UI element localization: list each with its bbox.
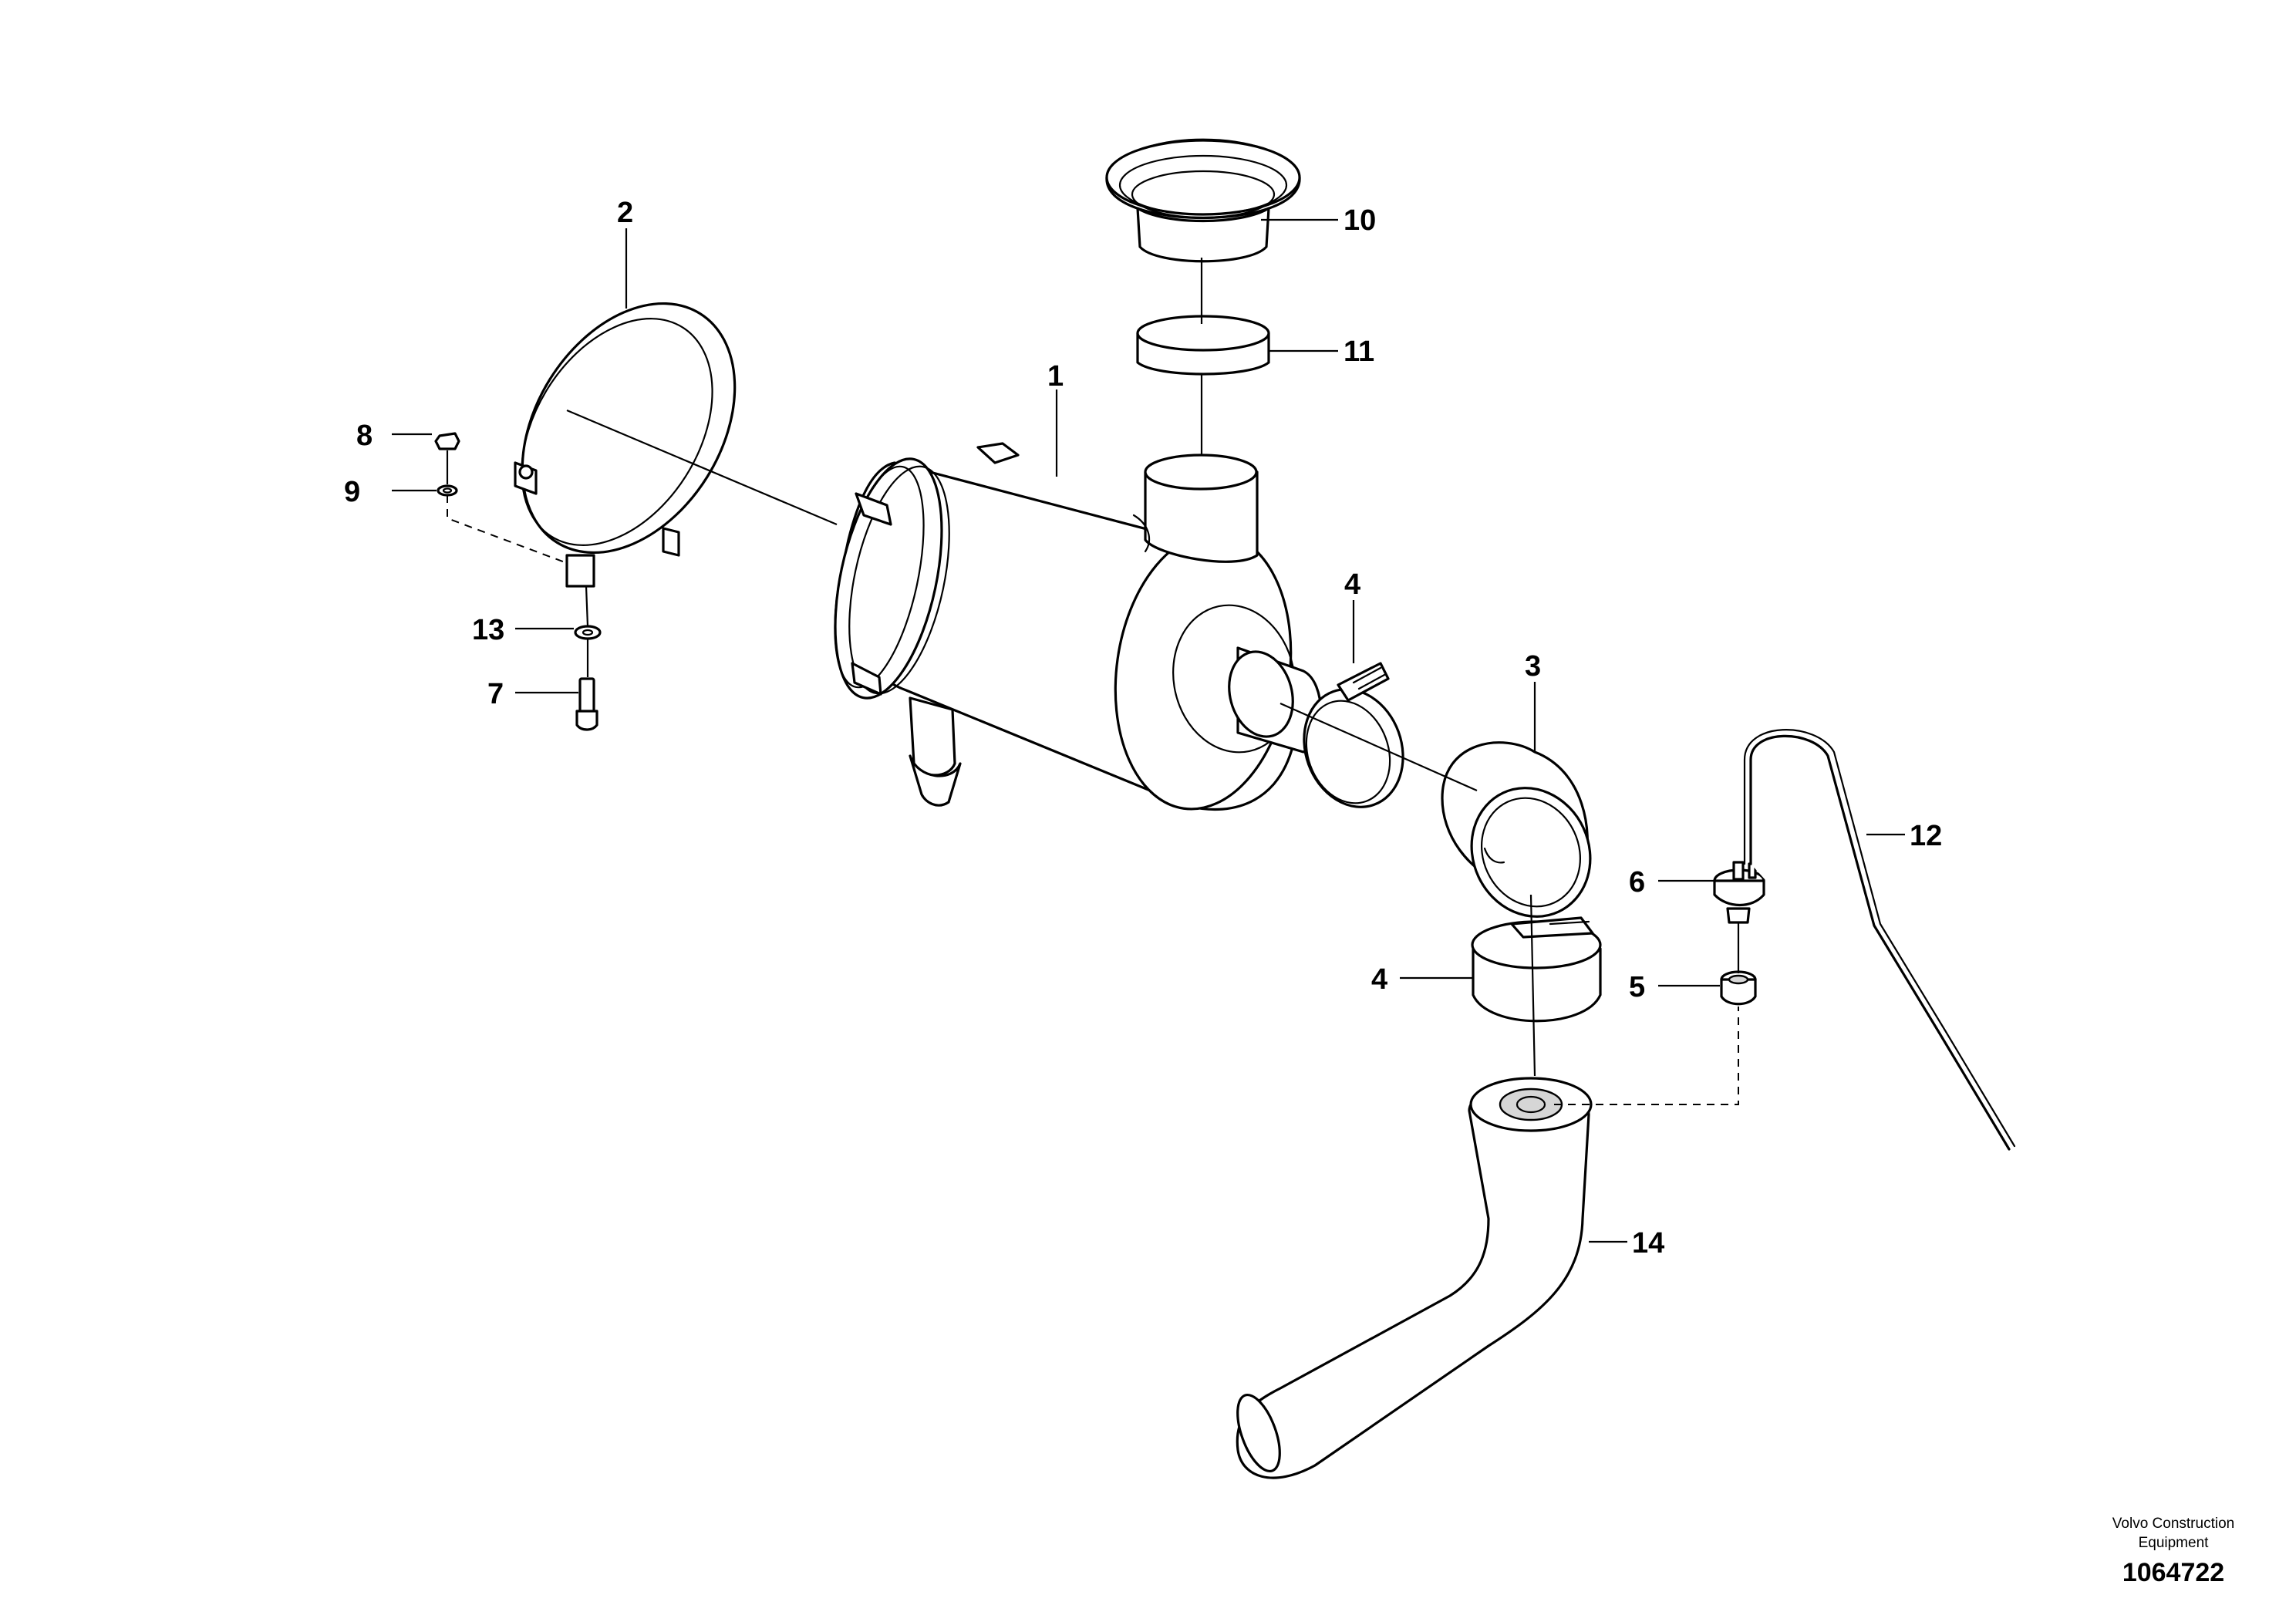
mounting-strap <box>514 302 737 588</box>
pressure-sensor <box>1713 861 1765 924</box>
washer-13 <box>574 625 602 640</box>
callout-5: 5 <box>1629 971 1645 1003</box>
adapter-nipple <box>1720 970 1757 1006</box>
callout-12: 12 <box>1910 820 1942 852</box>
footer: Volvo Construction Equipment 1064722 <box>2112 1516 2234 1587</box>
sensor-hose <box>1743 729 2016 1151</box>
callout-13: 13 <box>472 614 504 646</box>
callout-4-lower: 4 <box>1371 963 1387 996</box>
inlet-ring <box>1136 315 1270 376</box>
callout-7: 7 <box>487 678 504 710</box>
hose-clamp-lower <box>1471 916 1602 1023</box>
bolt-7 <box>575 677 598 731</box>
nut-8 <box>434 432 460 450</box>
callout-8: 8 <box>356 420 373 452</box>
callout-leaders <box>392 218 1905 1243</box>
callout-6: 6 <box>1629 866 1645 899</box>
elbow-hose <box>1441 741 1592 918</box>
hose-clamp-upper <box>1303 662 1404 808</box>
drawing-number: 1064722 <box>2122 1558 2224 1587</box>
air-filter-housing <box>834 442 1323 811</box>
callout-1: 1 <box>1047 360 1064 393</box>
callout-11: 11 <box>1344 336 1374 368</box>
callout-10: 10 <box>1344 204 1376 237</box>
intake-pipe <box>1236 1077 1593 1479</box>
washer-9 <box>437 484 458 497</box>
assembly-lines <box>446 258 1740 1105</box>
callout-9: 9 <box>344 476 360 508</box>
callout-labels: 1 2 3 4 4 5 6 7 8 9 10 11 12 13 14 <box>344 197 1942 1259</box>
brand-line-2: Equipment <box>2139 1535 2210 1551</box>
callout-4-upper: 4 <box>1344 568 1360 601</box>
brand-line-1: Volvo Construction <box>2112 1516 2234 1532</box>
callout-3: 3 <box>1525 650 1541 683</box>
callout-2: 2 <box>617 197 633 229</box>
callout-14: 14 <box>1632 1227 1664 1259</box>
inlet-cap <box>1105 138 1301 263</box>
